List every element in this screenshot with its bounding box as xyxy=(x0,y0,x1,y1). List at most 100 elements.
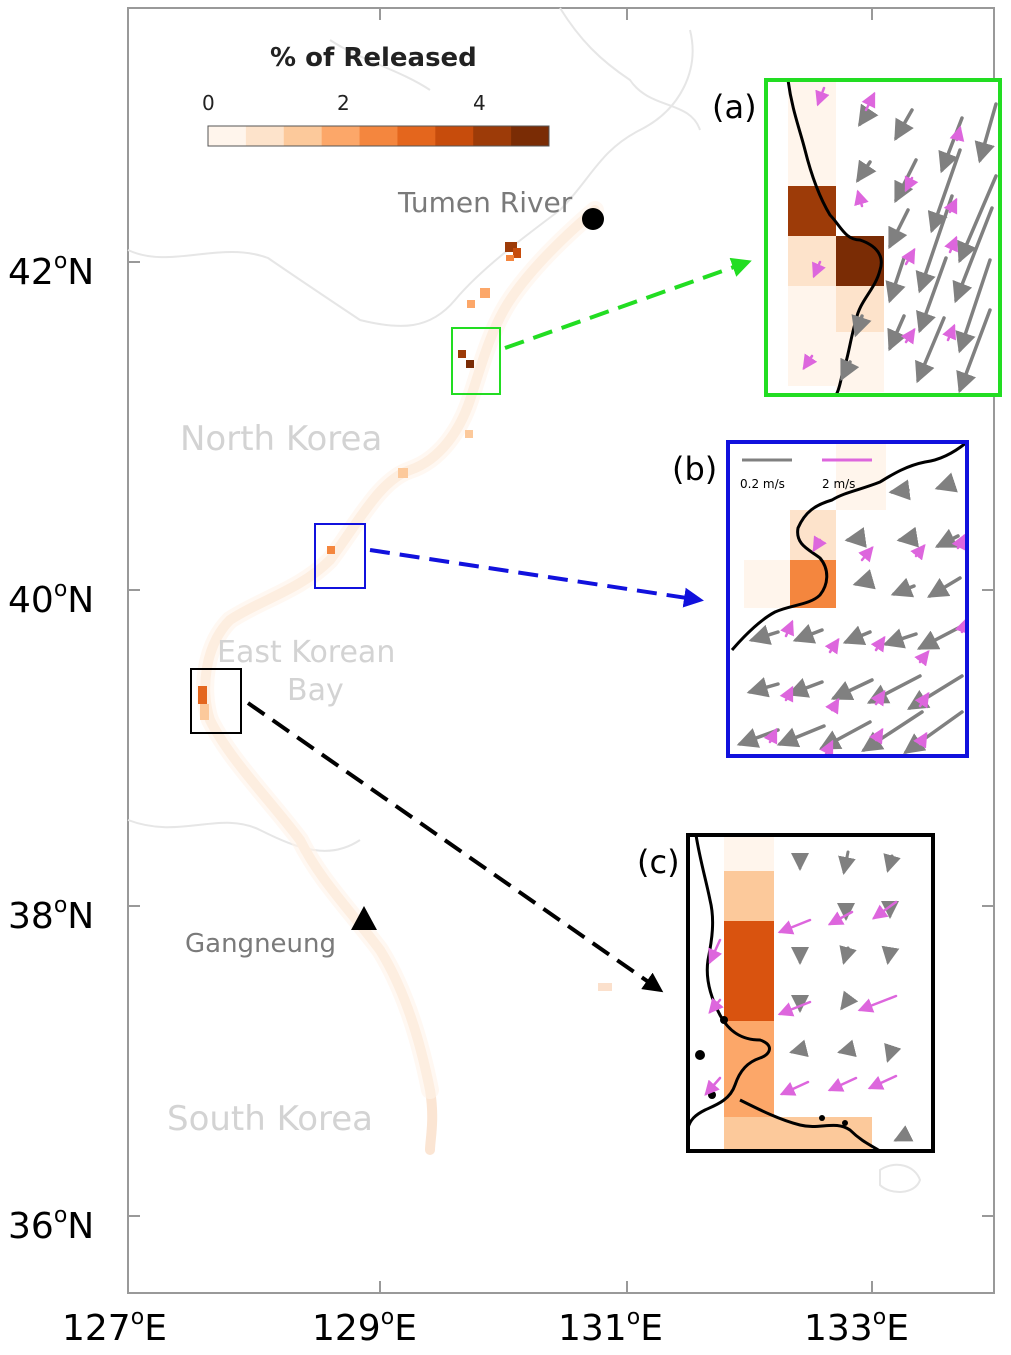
current-arrow xyxy=(748,624,780,645)
wind-arrow xyxy=(944,235,958,254)
current-arrow xyxy=(893,1125,914,1142)
connector-arrow-b xyxy=(369,548,704,608)
wind-arrow xyxy=(914,650,930,667)
current-arrow xyxy=(844,527,867,548)
wind-arrow xyxy=(827,910,854,926)
wind-arrow xyxy=(708,938,723,965)
wind-arrow xyxy=(870,635,886,653)
wind-arrow xyxy=(871,900,898,920)
current-arrow xyxy=(881,945,900,965)
selection-box-c xyxy=(190,668,242,734)
east-korean-bay-label-line2: Bay xyxy=(287,673,344,708)
wind-arrow xyxy=(943,197,958,215)
wind-arrow xyxy=(779,1080,810,1096)
colorbar-cells xyxy=(208,126,550,146)
wind-arrow xyxy=(861,91,876,112)
lon-label-133: 133oE xyxy=(804,1305,909,1349)
wind-arrow xyxy=(824,637,840,655)
gangneung-label: Gangneung xyxy=(185,929,336,959)
current-arrow xyxy=(837,1039,857,1058)
current-arrow xyxy=(927,148,962,234)
colorbar-tick-2: 2 xyxy=(337,91,350,115)
current-arrow xyxy=(952,206,994,304)
lat-label-38: 38oN xyxy=(8,893,94,937)
current-arrow xyxy=(789,1039,809,1058)
lat-label-36: 36oN xyxy=(8,1203,94,1247)
current-arrow xyxy=(746,677,780,698)
current-arrow xyxy=(838,850,856,875)
wind-arrow xyxy=(869,727,884,745)
current-arrow xyxy=(888,479,911,501)
current-arrow xyxy=(916,256,948,334)
scale-gray-label: 0.2 m/s xyxy=(740,477,785,491)
colorbar-title: % of Released xyxy=(270,43,477,73)
colorbar-cell xyxy=(397,126,436,146)
current-arrow xyxy=(786,678,824,698)
wind-arrow xyxy=(815,86,830,107)
inset-a: (a) xyxy=(712,78,1002,397)
inset-b-coastline xyxy=(730,442,967,651)
longitude-axis: 127oE 129oE 131oE 133oE xyxy=(62,8,909,1349)
current-arrow xyxy=(957,174,998,264)
wind-arrow xyxy=(819,739,834,756)
current-arrow xyxy=(842,625,872,645)
lon-label-127: 127oE xyxy=(62,1305,167,1349)
wind-arrow xyxy=(777,918,812,935)
current-arrow xyxy=(885,256,906,304)
lat-label-40: 40oN xyxy=(8,577,94,621)
connector-arrow-c xyxy=(246,701,664,993)
current-arrow xyxy=(896,526,919,548)
current-arrow xyxy=(840,357,860,382)
wind-arrow xyxy=(900,327,916,345)
east-korean-bay-label-line1: East Korean xyxy=(217,635,395,670)
inset-b-vectors xyxy=(736,472,967,756)
north-korea-label: North Korea xyxy=(180,419,382,459)
colorbar-tick-4: 4 xyxy=(473,91,486,115)
wind-arrow xyxy=(777,1000,812,1017)
wind-arrow xyxy=(867,1074,898,1090)
current-arrow xyxy=(974,102,998,164)
wind-arrow xyxy=(942,323,956,342)
wind-arrow xyxy=(949,125,965,142)
colorbar-cell xyxy=(208,126,247,146)
current-arrow xyxy=(830,678,874,700)
gangneung-marker xyxy=(351,906,377,930)
faint-coastlines xyxy=(127,7,922,1193)
current-arrow xyxy=(851,314,872,338)
inset-c-coastline xyxy=(688,835,771,1129)
colorbar-cell xyxy=(283,126,323,146)
current-arrow xyxy=(852,569,876,590)
south-korea-label: South Korea xyxy=(167,1099,373,1139)
inset-c: (c) xyxy=(637,833,935,1153)
wind-arrow xyxy=(854,189,869,208)
wind-arrow xyxy=(858,546,874,563)
current-arrow xyxy=(839,945,857,965)
current-arrow xyxy=(882,628,918,649)
current-arrow xyxy=(894,108,914,142)
inset-b: 0.2 m/s 2 m/s (b) xyxy=(672,440,969,758)
lat-label-42: 42oN xyxy=(8,249,94,293)
selection-box-a xyxy=(451,327,501,395)
selection-box-b xyxy=(314,523,366,589)
wind-arrow xyxy=(827,1076,858,1092)
wind-arrow xyxy=(708,997,724,1014)
current-arrow xyxy=(840,990,859,1011)
inset-a-label: (a) xyxy=(712,88,757,126)
colorbar-cell xyxy=(473,126,512,146)
current-arrow xyxy=(856,159,877,183)
wind-arrow xyxy=(914,691,930,709)
wind-arrow xyxy=(780,619,794,638)
tumen-river-label: Tumen River xyxy=(397,186,573,219)
current-arrow xyxy=(915,316,946,384)
wind-arrow xyxy=(812,535,827,553)
wind-arrow xyxy=(825,697,840,715)
current-arrow xyxy=(890,577,916,598)
wind-arrow xyxy=(812,260,826,279)
current-arrow xyxy=(926,576,962,598)
wind-arrow xyxy=(870,689,886,707)
wind-arrow xyxy=(779,685,794,703)
scale-magenta-label: 2 m/s xyxy=(822,477,855,491)
current-arrow xyxy=(883,853,901,873)
lon-label-129: 129oE xyxy=(312,1305,417,1349)
